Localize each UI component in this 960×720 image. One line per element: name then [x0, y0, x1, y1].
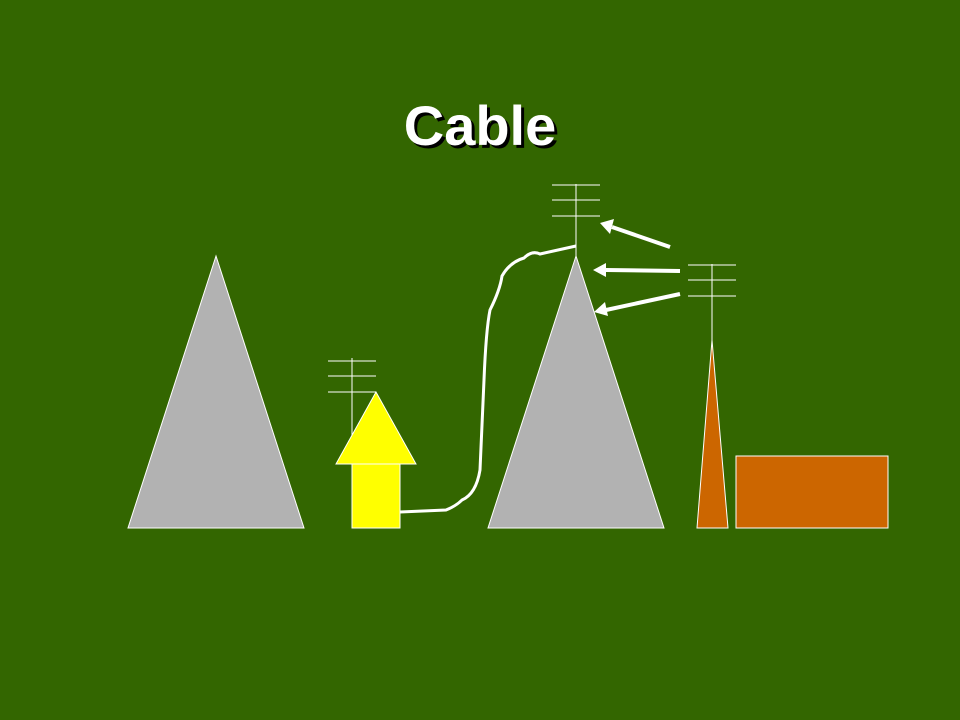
slide-title: Cable: [403, 94, 557, 157]
mountain-center: [487, 254, 665, 529]
house-icon: [335, 390, 417, 529]
tower-antenna-icon: [688, 264, 736, 345]
transmitter-tower: [696, 339, 729, 529]
broadcast-station: [735, 455, 889, 529]
mountain-left: [127, 254, 305, 529]
mountain-antenna-icon: [552, 184, 600, 258]
house-antenna-icon: [328, 358, 376, 440]
arrow-upper: [600, 219, 671, 249]
house-body: [351, 463, 401, 529]
cable-line: [399, 244, 577, 514]
arrow-lower: [594, 292, 681, 316]
broadcast-arrows: [593, 219, 681, 316]
arrow-middle: [593, 263, 681, 277]
